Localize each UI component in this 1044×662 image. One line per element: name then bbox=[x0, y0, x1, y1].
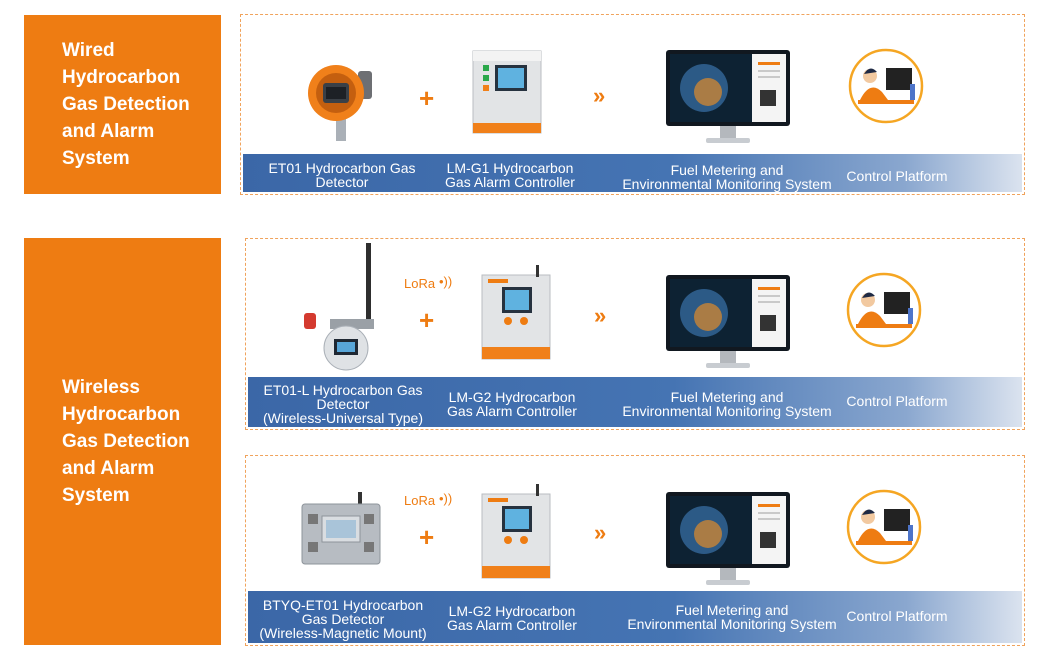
detector-label: ET01-L Hydrocarbon Gas Detector (Wireles… bbox=[263, 382, 423, 426]
platform-label: Control Platform bbox=[846, 608, 948, 624]
monitoring-label: Fuel Metering and Environmental Monitori… bbox=[627, 602, 837, 632]
plus-icon: + bbox=[419, 305, 435, 335]
wired-system-panel: + » ET01 Hydrocarbon Gas Detector LM- bbox=[240, 14, 1025, 195]
platform-label: Control Platform bbox=[846, 393, 948, 409]
arrow-icon: » bbox=[594, 303, 606, 328]
label-band bbox=[248, 591, 1022, 643]
controller-label: LM-G2 Hydrocarbon Gas Alarm Controller bbox=[447, 603, 577, 633]
control-platform-icon bbox=[846, 272, 922, 348]
label-band bbox=[248, 377, 1022, 427]
wireless-universal-panel: LoRa •)) + » ET01-L Hydrocarbon Gas Dete… bbox=[245, 238, 1025, 430]
magnetic-detector-icon bbox=[301, 492, 381, 565]
wired-section-title: Wired Hydrocarbon Gas Detection and Alar… bbox=[24, 15, 221, 194]
label-band bbox=[243, 154, 1022, 192]
wireless-signal-icon: •)) bbox=[439, 491, 453, 506]
monitor-icon bbox=[666, 275, 790, 368]
detector-label: ET01 Hydrocarbon Gas Detector bbox=[268, 160, 416, 190]
wireless-magnetic-panel: LoRa •)) + » BTYQ-ET01 Hydrocarbon Gas D… bbox=[245, 455, 1025, 646]
monitoring-label: Fuel Metering and Environmental Monitori… bbox=[622, 389, 832, 419]
monitor-icon bbox=[666, 50, 790, 143]
platform-label: Control Platform bbox=[846, 168, 948, 184]
wireless-title-text: Wireless Hydrocarbon Gas Detection and A… bbox=[62, 377, 190, 506]
wireless-signal-icon: •)) bbox=[439, 274, 453, 289]
gas-detector-icon bbox=[308, 65, 372, 141]
wireless-detector-icon bbox=[304, 243, 374, 371]
arrow-icon: » bbox=[593, 83, 605, 108]
control-platform-icon bbox=[846, 489, 922, 565]
detector-label: BTYQ-ET01 Hydrocarbon Gas Detector (Wire… bbox=[259, 597, 427, 641]
lora-label: LoRa bbox=[404, 493, 436, 508]
lora-label: LoRa bbox=[404, 276, 436, 291]
monitoring-label: Fuel Metering and Environmental Monitori… bbox=[622, 162, 832, 192]
controller-label: LM-G2 Hydrocarbon Gas Alarm Controller bbox=[447, 389, 577, 419]
controller-label: LM-G1 Hydrocarbon Gas Alarm Controller bbox=[445, 160, 575, 190]
control-platform-icon bbox=[848, 48, 924, 124]
alarm-controller-icon bbox=[472, 50, 542, 134]
alarm-controller-icon bbox=[481, 265, 551, 360]
plus-icon: + bbox=[419, 83, 435, 113]
monitor-icon bbox=[666, 492, 790, 585]
alarm-controller-icon bbox=[481, 484, 551, 579]
plus-icon: + bbox=[419, 522, 435, 552]
wired-title-text: Wired Hydrocarbon Gas Detection and Alar… bbox=[62, 40, 190, 169]
wireless-section-title: Wireless Hydrocarbon Gas Detection and A… bbox=[24, 238, 221, 645]
arrow-icon: » bbox=[594, 520, 606, 545]
